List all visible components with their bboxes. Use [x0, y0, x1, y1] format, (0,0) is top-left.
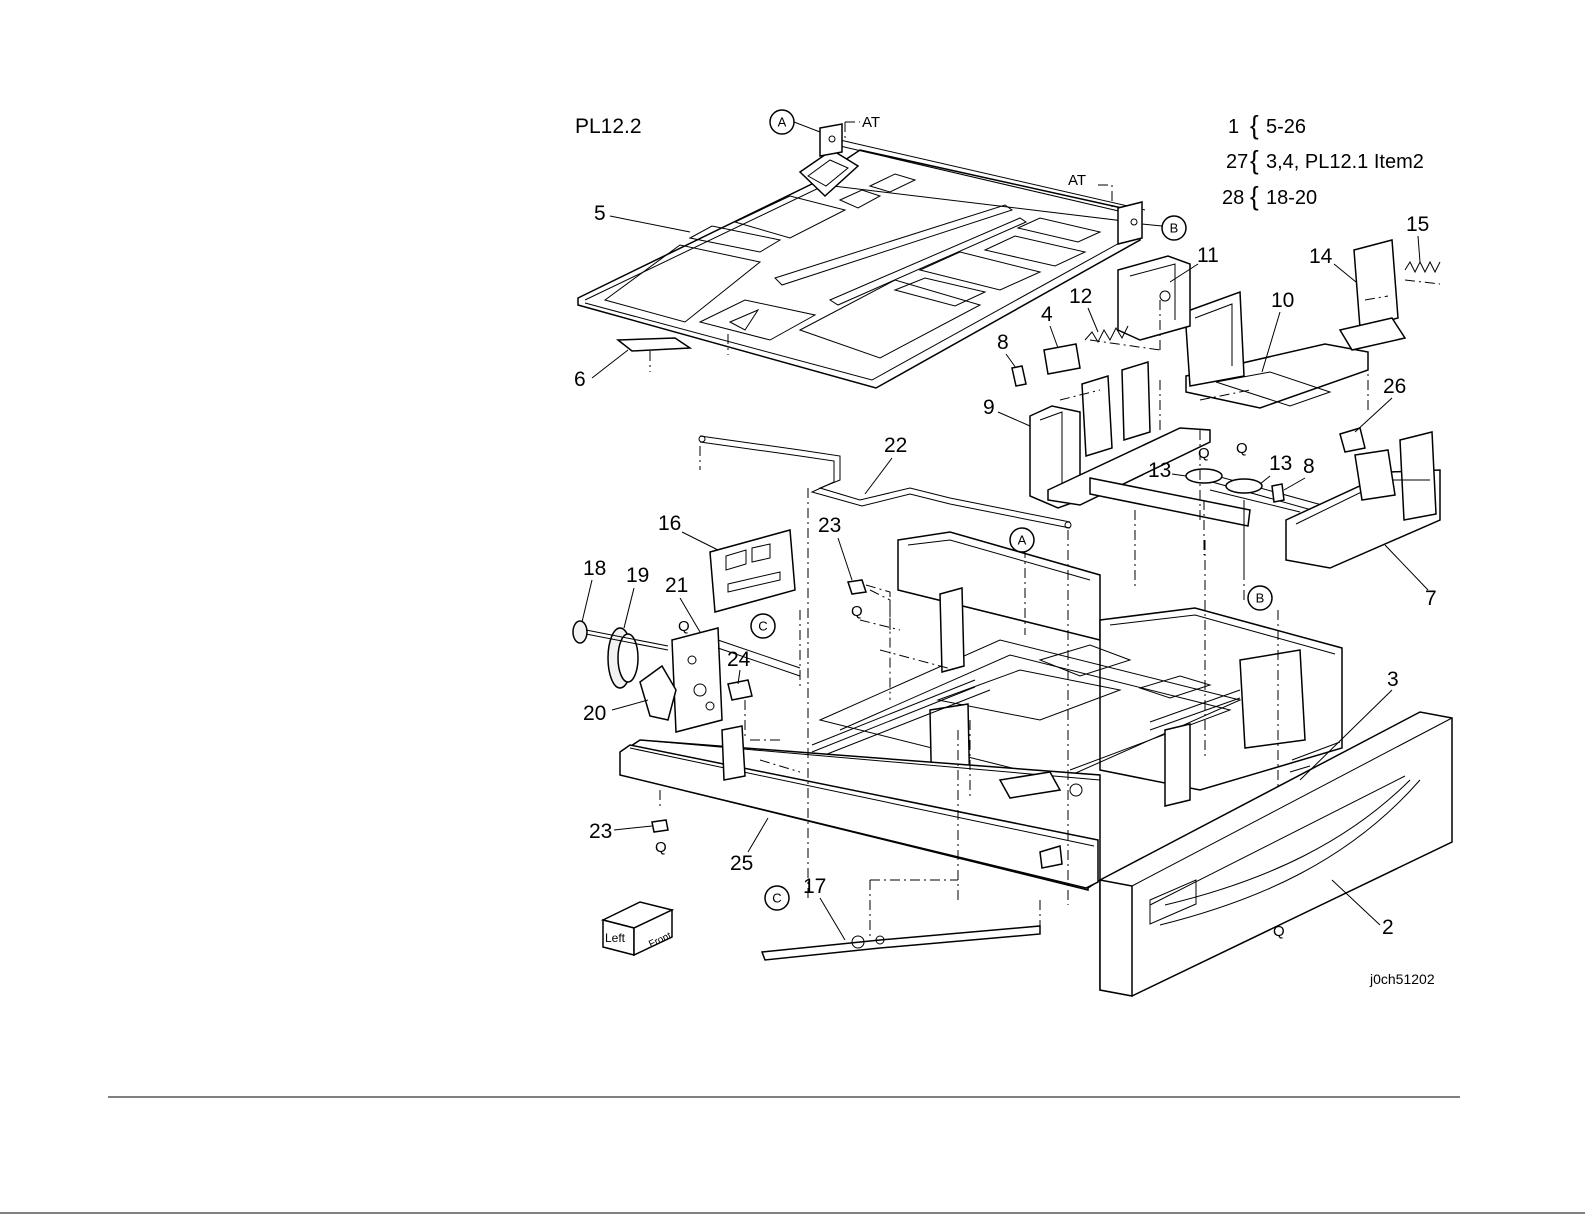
part-label-2: 2: [1332, 880, 1394, 939]
part-label-15-text: 15: [1406, 213, 1429, 236]
q-label-13-right: Q: [1236, 440, 1248, 457]
part-label-25-text: 25: [730, 852, 753, 875]
part-label-7: 7: [1385, 545, 1437, 610]
part-label-2-text: 2: [1382, 916, 1394, 939]
part-label-15: 15: [1406, 213, 1429, 262]
part-label-23-upper: 23: [818, 514, 852, 580]
part-label-8-left: 8: [997, 331, 1016, 368]
part-label-23-upper-text: 23: [818, 514, 841, 537]
part-label-19: 19: [624, 564, 649, 628]
ref-circle-a-top-label: A: [778, 115, 787, 130]
part-label-13-left: 13: [1148, 459, 1186, 482]
part-label-7-text: 7: [1425, 587, 1437, 610]
part-label-11-text: 11: [1197, 244, 1219, 267]
orientation-cube: Left Front: [603, 902, 673, 955]
ref-circle-b-tray-label: B: [1256, 591, 1265, 606]
part-label-14-text: 14: [1309, 245, 1333, 268]
part-23-lower-drawing: [652, 820, 668, 832]
legend-item-1-number: 1: [1228, 116, 1239, 138]
ref-circle-a-tray-label: A: [1018, 533, 1027, 548]
part-label-23-lower-text: 23: [589, 820, 612, 843]
ref-circle-b-tray: B: [1248, 586, 1272, 610]
part-label-6-text: 6: [574, 368, 586, 391]
ref-circle-c-upper: C: [751, 614, 775, 638]
part-label-3-text: 3: [1387, 668, 1399, 691]
part-label-22: 22: [865, 434, 907, 494]
figure-id: j0ch51202: [1369, 971, 1435, 987]
ref-circle-c-upper-label: C: [758, 619, 767, 634]
part-label-6: 6: [574, 350, 628, 391]
part-label-10-text: 10: [1271, 289, 1294, 312]
part-label-5: 5: [594, 202, 690, 232]
part-label-4-text: 4: [1041, 303, 1053, 326]
ref-circle-a-tray: A: [1010, 528, 1034, 552]
part-label-4: 4: [1041, 303, 1058, 348]
part-label-26: 26: [1355, 375, 1406, 432]
part-label-16: 16: [658, 512, 718, 550]
part-label-13-right: 13: [1260, 452, 1292, 484]
part-label-18-text: 18: [583, 557, 606, 580]
part-label-24-text: 24: [727, 648, 751, 671]
part-label-21-text: 21: [665, 574, 688, 597]
q-label-front-cover: Q: [1273, 923, 1285, 940]
part-label-14: 14: [1309, 245, 1356, 282]
legend-item-2-contains: 3,4, PL12.1 Item2: [1266, 151, 1424, 173]
legend-brace: {: [1250, 145, 1259, 175]
ref-circle-c-lower: C: [765, 886, 789, 910]
legend: 1 { 5-26 27 { 3,4, PL12.1 Item2 28 { 18-…: [1222, 110, 1424, 211]
ref-circle-a-top: A: [770, 110, 820, 134]
part-label-12-text: 12: [1069, 285, 1092, 308]
legend-item-2-number: 27: [1226, 151, 1248, 173]
part-label-20: 20: [583, 700, 648, 725]
part-label-22-text: 22: [884, 434, 907, 457]
part-label-24: 24: [727, 648, 751, 684]
cube-left-label: Left: [605, 931, 626, 945]
at-label-top: AT: [862, 114, 880, 131]
legend-brace: {: [1250, 181, 1259, 211]
part-label-8-right-text: 8: [1303, 455, 1315, 478]
part-label-5-text: 5: [594, 202, 606, 225]
part-label-23-lower: 23: [589, 820, 652, 843]
q-label-13-left: Q: [1198, 445, 1210, 462]
q-label-23-lower: Q: [655, 839, 667, 856]
part-label-18: 18: [582, 557, 606, 622]
ref-circle-c-lower-label: C: [772, 891, 781, 906]
part-label-9-text: 9: [983, 396, 995, 419]
q-label-23-upper: Q: [851, 603, 863, 620]
legend-item-3-contains: 18-20: [1266, 187, 1317, 209]
part-label-17-text: 17: [803, 875, 826, 898]
part-label-8-left-text: 8: [997, 331, 1009, 354]
part-label-26-text: 26: [1383, 375, 1406, 398]
part-label-25: 25: [730, 818, 768, 875]
part-label-13-right-text: 13: [1269, 452, 1292, 475]
at-label-right: AT: [1068, 172, 1086, 189]
legend-item-3-number: 28: [1222, 187, 1244, 209]
part-label-17: 17: [803, 875, 845, 940]
part-label-16-text: 16: [658, 512, 681, 535]
diagram-title: PL12.2: [575, 115, 642, 138]
legend-item-1-contains: 5-26: [1266, 116, 1306, 138]
part-label-9: 9: [983, 396, 1030, 426]
q-label-21: Q: [678, 618, 690, 635]
part-label-13-left-text: 13: [1148, 459, 1171, 482]
part-label-20-text: 20: [583, 702, 606, 725]
part-label-12: 12: [1069, 285, 1098, 332]
legend-brace: {: [1250, 110, 1259, 140]
ref-circle-b-top-label: B: [1170, 221, 1179, 236]
part-label-19-text: 19: [626, 564, 649, 587]
ref-circle-b-top: B: [1142, 216, 1186, 240]
